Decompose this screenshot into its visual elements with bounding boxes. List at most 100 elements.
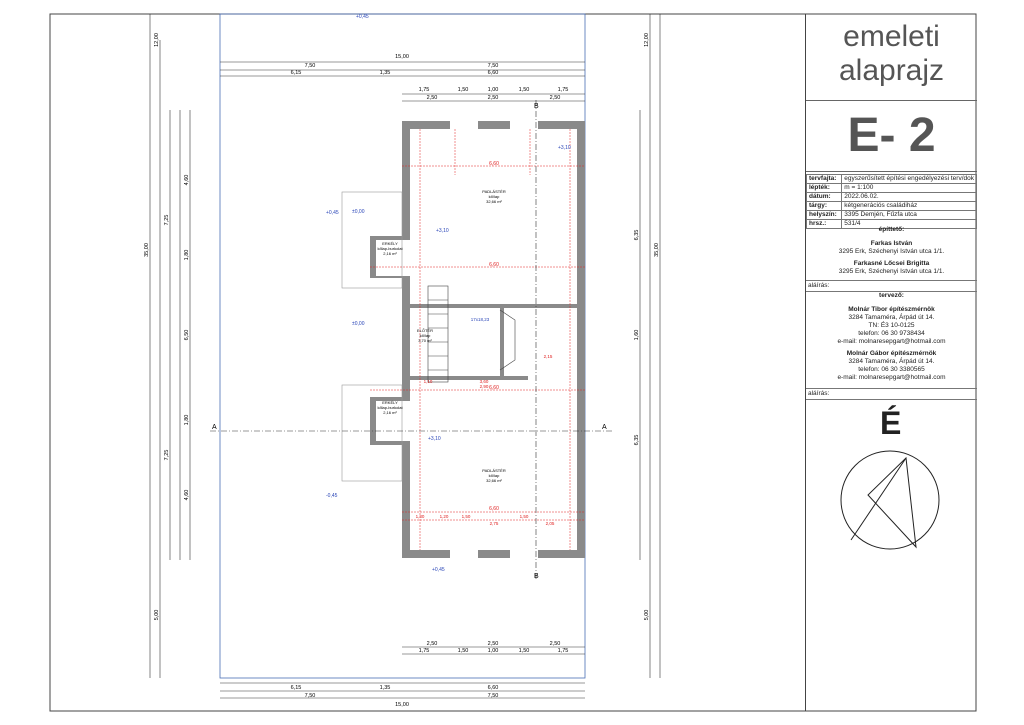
info-value: 531/4 bbox=[841, 219, 977, 229]
designer-1-name: Molnár Tibor építészmérnök bbox=[848, 306, 935, 313]
section-b-bottom: B bbox=[534, 573, 539, 580]
dim-top-1: 7,50 bbox=[305, 63, 316, 69]
info-key: dátum: bbox=[805, 192, 843, 202]
section-lines bbox=[210, 100, 612, 580]
room-2-floor: kőlap-burkolat bbox=[377, 246, 403, 251]
title-block: emeleti alaprajz E- 2 tervfajta:egyszerű… bbox=[805, 14, 977, 711]
designer-2-phone: telefon: 06 30 3380565 bbox=[858, 366, 925, 373]
sheet-title: emeleti alaprajz bbox=[806, 20, 977, 88]
dim-right-3: 1,60 bbox=[634, 330, 640, 341]
stair-label: 17x18,23 bbox=[471, 317, 490, 322]
designer-2-email: e-mail: molnaresepgart@hotmail.com bbox=[837, 374, 946, 381]
level-1: +0,45 bbox=[356, 14, 369, 20]
dim-bottom-7: 1,50 bbox=[519, 648, 530, 654]
dim-top-3: 6,15 bbox=[291, 70, 302, 76]
room-5-name: PADLÁSTÉR bbox=[482, 468, 506, 473]
dim-left-9: 5,00 bbox=[154, 610, 160, 621]
inner-dim-1: 6,60 bbox=[489, 161, 499, 167]
dim-bottom-10: 1,35 bbox=[380, 685, 391, 691]
inner-dim-2: 6,60 bbox=[489, 262, 499, 268]
dim-top-10: 1,75 bbox=[558, 87, 569, 93]
top-dimensions bbox=[220, 61, 585, 102]
info-row: tervfajta:egyszerűsített építési engedél… bbox=[805, 174, 977, 184]
level-7: +3,10 bbox=[428, 436, 441, 442]
designer-1-phone: telefon: 06 30 9738434 bbox=[858, 330, 925, 337]
dim-bottom-3: 2,50 bbox=[550, 641, 561, 647]
dim-bottom-11: 6,60 bbox=[488, 685, 499, 691]
dim-left-1: 12,00 bbox=[154, 33, 160, 47]
dim-bottom-8: 1,75 bbox=[558, 648, 569, 654]
room-1-name: PADLÁSTÉR bbox=[482, 189, 506, 194]
designer-signature-row: aláírás: bbox=[806, 388, 977, 400]
mid-dim-5: 1,30 bbox=[416, 514, 425, 519]
info-row: tárgy:kétgenerációs családiház bbox=[805, 201, 977, 211]
designer-section: tervező: Molnár Tibor építészmérnök 3284… bbox=[806, 292, 977, 382]
stair bbox=[427, 285, 516, 383]
dim-left-6: 1,80 bbox=[184, 415, 190, 426]
dim-right-2: 6,35 bbox=[634, 230, 640, 241]
dim-top-12: 2,50 bbox=[488, 95, 499, 101]
info-value: 3395 Demjén, Fűzfa utca bbox=[841, 210, 977, 220]
inner-dim-4: 6,60 bbox=[489, 506, 499, 512]
info-key: hrsz.: bbox=[805, 219, 843, 229]
bottom-dimensions bbox=[220, 646, 585, 699]
room-1-area: 32,66 m² bbox=[486, 199, 502, 204]
dim-left-2: 4,60 bbox=[184, 175, 190, 186]
mid-dim-1: 1,10 bbox=[424, 379, 433, 384]
section-a-right: A bbox=[602, 424, 607, 431]
builder-heading: építtető: bbox=[878, 226, 905, 233]
dim-left-overall: 35,00 bbox=[144, 243, 150, 257]
dim-left-8: 4,60 bbox=[184, 490, 190, 501]
info-key: helyszín: bbox=[805, 210, 843, 220]
north-arrow bbox=[840, 450, 940, 550]
dim-left-4: 1,80 bbox=[184, 250, 190, 261]
room-3-area: 3,70 m² bbox=[418, 338, 432, 343]
builder-2-address: 3295 Erk, Széchenyi István utca 1/1. bbox=[838, 268, 945, 275]
level-9: +0,45 bbox=[432, 567, 445, 573]
level-markers: +0,45 ±0,00 +3,10 +3,10 ±0,00 +0,45 +3,1… bbox=[326, 14, 571, 573]
room-3-name: ELŐTÉR bbox=[417, 328, 433, 333]
info-value: 2022.06.02. bbox=[841, 192, 977, 202]
level-4: +3,10 bbox=[558, 145, 571, 151]
dim-top-8: 1,00 bbox=[488, 87, 499, 93]
dim-bottom-1: 2,50 bbox=[427, 641, 438, 647]
level-8: -0,45 bbox=[326, 493, 338, 499]
designer-2-name: Molnár Gábor építészmérnök bbox=[846, 350, 937, 357]
designer-signature-label: aláírás: bbox=[808, 390, 830, 397]
mid-dim-7: 1,50 bbox=[462, 514, 471, 519]
builder-section: építtető: Farkas István 3295 Erk, Széche… bbox=[806, 226, 977, 276]
mid-dim-3: 2,90 bbox=[480, 384, 489, 389]
room-2-name: ERKÉLY bbox=[382, 241, 398, 246]
dim-top-11: 2,50 bbox=[427, 95, 438, 101]
dim-top-9: 1,50 bbox=[519, 87, 530, 93]
mid-dim-2: 3,60 bbox=[480, 379, 489, 384]
info-value: egyszerűsített építési engedélyezési ter… bbox=[841, 174, 977, 184]
info-row: hrsz.:531/4 bbox=[805, 219, 977, 229]
builder-signature-label: aláírás: bbox=[808, 282, 830, 289]
dim-right-1: 12,00 bbox=[644, 33, 650, 47]
room-1-floor: kő/lap bbox=[489, 194, 500, 199]
info-row: dátum:2022.06.02. bbox=[805, 192, 977, 202]
level-3: +3,10 bbox=[436, 228, 449, 234]
designer-heading: tervező: bbox=[879, 292, 904, 299]
mid-dim-9: 1,50 bbox=[520, 514, 529, 519]
level-5: ±0,00 bbox=[352, 321, 365, 327]
dim-bottom-13: 7,50 bbox=[488, 693, 499, 699]
building-walls bbox=[370, 121, 585, 558]
info-row: helyszín:3395 Demjén, Fűzfa utca bbox=[805, 210, 977, 220]
room-5-area: 32,66 m² bbox=[486, 478, 502, 483]
level-6: +0,45 bbox=[326, 210, 339, 216]
dim-bottom-12: 7,50 bbox=[305, 693, 316, 699]
designer-1-address: 3284 Tamaméra, Árpád út 14. bbox=[848, 314, 935, 321]
level-2: ±0,00 bbox=[352, 209, 365, 215]
info-key: tárgy: bbox=[805, 201, 843, 211]
sheet-number: E- 2 bbox=[806, 100, 977, 172]
mid-dim-4: 2,15 bbox=[544, 354, 553, 359]
mid-dim-6: 1,20 bbox=[440, 514, 449, 519]
dim-right-4: 6,35 bbox=[634, 435, 640, 446]
room-labels: PADLÁSTÉR kő/lap 32,66 m² ERKÉLY kőlap-b… bbox=[377, 189, 505, 483]
builder-signature-row: aláírás: bbox=[806, 280, 977, 292]
designer-1-email: e-mail: molnaresepgart@hotmail.com bbox=[837, 338, 946, 345]
room-4-floor: kőlap-burkolat bbox=[377, 405, 403, 410]
